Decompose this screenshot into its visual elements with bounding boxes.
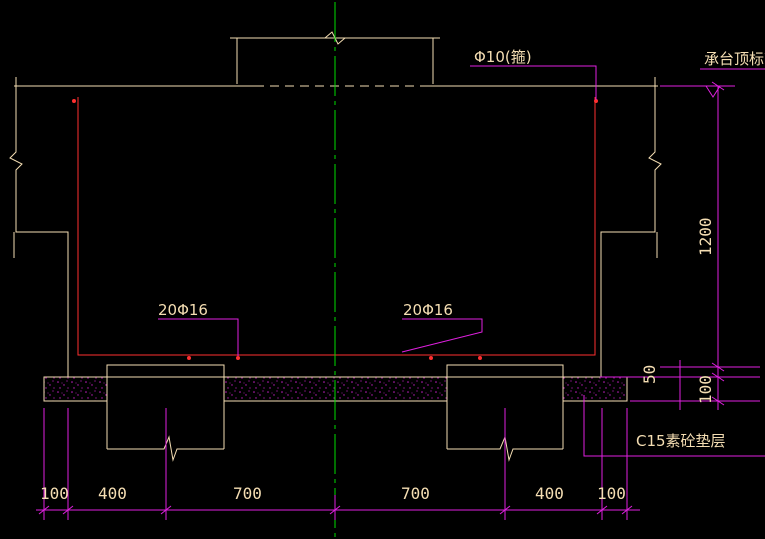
cap-top-elevation-label: 承台顶标高 [704, 50, 765, 68]
stirrup-label: Φ10(箍) [474, 48, 532, 66]
pile-cap-outline [9, 77, 662, 377]
bottom-dim-1: 100 [40, 484, 69, 503]
cushion-layer-label: C15素砼垫层 [636, 432, 726, 450]
pile-left [106, 364, 225, 462]
leaders [158, 65, 765, 457]
rebar-cage [72, 97, 598, 360]
bottom-dim-4: 700 [401, 484, 430, 503]
bottom-dim-2: 400 [98, 484, 127, 503]
pile-right [446, 364, 564, 462]
height-dimension-text: 1200 [696, 217, 715, 256]
bottom-bars-left-label: 20Φ16 [158, 301, 208, 319]
bottom-dim-6: 100 [597, 484, 626, 503]
bottom-dim-5: 400 [535, 484, 564, 503]
cushion-dimension-text: 100 [696, 375, 715, 404]
vertical-dimension [600, 81, 760, 410]
bottom-dimension [36, 408, 640, 520]
cover-dimension-text: 50 [640, 365, 659, 384]
elevation-marker-icon [660, 68, 765, 98]
bottom-bars-right-label: 20Φ16 [403, 301, 453, 319]
bottom-dim-3: 700 [233, 484, 262, 503]
